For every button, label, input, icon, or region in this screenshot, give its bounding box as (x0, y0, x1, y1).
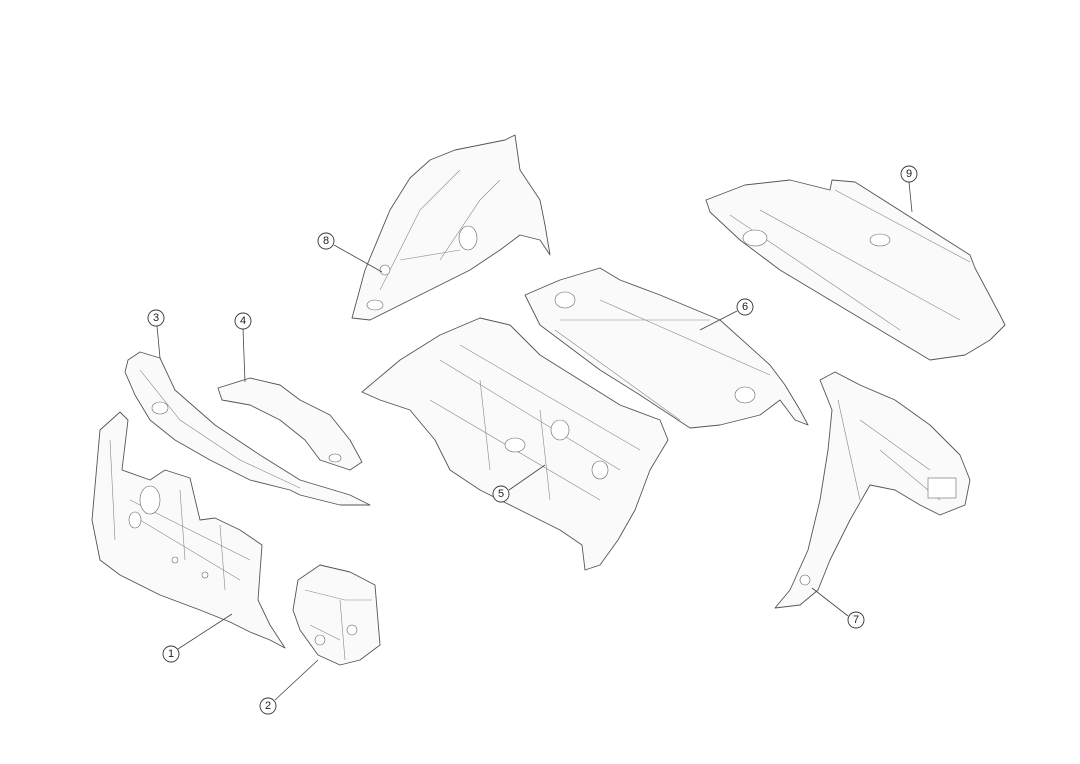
part-1-bulkhead-panel (91, 411, 286, 649)
callout-5: 5 (492, 485, 510, 503)
part-2-side-block (292, 564, 381, 666)
callout-label: 2 (265, 700, 271, 712)
callout-label: 6 (742, 301, 748, 313)
part-9-trunk-liner (705, 179, 1006, 361)
part-3-upper-strip (124, 351, 371, 506)
part-4-flat-pad (217, 377, 363, 471)
callout-6: 6 (736, 298, 754, 316)
callout-label: 7 (853, 614, 859, 626)
callout-1: 1 (162, 645, 180, 663)
callout-label: 4 (240, 315, 246, 327)
callout-label: 9 (906, 168, 912, 180)
callout-3: 3 (147, 309, 165, 327)
callout-label: 1 (168, 648, 174, 660)
callout-7: 7 (847, 611, 865, 629)
part-8-wheel-arch (351, 134, 551, 321)
callout-2: 2 (259, 697, 277, 715)
part-7-rear-wheel-arch (774, 371, 971, 609)
callout-label: 5 (498, 488, 504, 500)
part-6-rear-floor-panel (524, 267, 809, 429)
callout-label: 8 (323, 235, 329, 247)
part-5-floor-panel (361, 317, 669, 571)
callout-4: 4 (234, 312, 252, 330)
callout-8: 8 (317, 232, 335, 250)
callout-label: 3 (153, 312, 159, 324)
callout-9: 9 (900, 165, 918, 183)
leader-lines (156, 181, 913, 701)
